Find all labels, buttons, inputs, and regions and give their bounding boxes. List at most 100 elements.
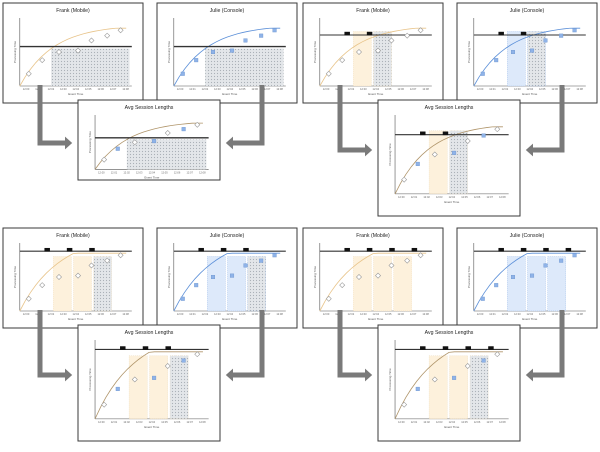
panel-3-frank-card-window — [53, 256, 72, 312]
panel-3-avg-card-y-axis-label: Processing Time — [88, 368, 92, 391]
panel-1-julie-card-x-tick: 12:06 — [251, 87, 258, 91]
panel-3-frank-card-x-tick: 12:06 — [97, 312, 104, 316]
panel-2-julie-card-point — [559, 33, 564, 38]
panel-1-avg-card-point — [115, 146, 120, 151]
panel-2-avg-card-x-tick: 12:02 — [423, 195, 430, 199]
panel-4-frank-card-point — [325, 295, 332, 302]
panel-2-frank-card-point — [339, 57, 346, 64]
panel-2-avg-card-x-axis-label: Event Time — [444, 200, 459, 204]
panel-4-julie-card-x-tick: 12:05 — [539, 312, 546, 316]
panel-1-julie-card-point — [180, 71, 185, 76]
panel-1-julie-card-y-axis-label: Processing Time — [167, 41, 171, 64]
panel-2-avg-card-x-tick: 12:07 — [486, 195, 493, 199]
panel-2-frank-card-window — [373, 31, 392, 87]
panel-1-julie-card-point — [243, 38, 248, 43]
panel-2-julie-card-y-axis-label: Processing Time — [467, 41, 471, 64]
panel-3-julie-card-x-tick: 12:04 — [227, 312, 234, 316]
panel-3-frank-card-point — [56, 274, 62, 280]
panel-1-avg-card-x-tick: 12:00 — [98, 170, 105, 174]
panel-3-frank-card-result-badge — [89, 247, 95, 252]
panel-3-avg-card-title: Avg Session Lengths — [125, 330, 174, 336]
panel-1-frank-card-x-tick: 12:05 — [85, 87, 92, 91]
panel-4-frank-card-point — [404, 257, 411, 264]
panel-4-frank-card-x-tick: 12:07 — [410, 312, 417, 316]
panel-1-julie-card-point — [210, 50, 215, 55]
panel-4-avg-card-point — [452, 375, 457, 380]
panel-2-avg-card-x-tick: 12:01 — [411, 195, 418, 199]
panel-1-right-arrow — [233, 85, 265, 146]
panel-4-julie-card-window — [507, 256, 526, 312]
panel-4-frank-card-x-tick: 12:06 — [397, 312, 404, 316]
panel-4-julie-card-point — [543, 263, 548, 268]
panel-2-avg-card-result-badge — [420, 131, 426, 136]
panel-1-avg-card-x-tick: 12:08 — [199, 170, 206, 174]
panel-1-avg-card-y-axis-label: Processing Time — [88, 131, 92, 154]
panel-3-julie-card-result-badge — [243, 247, 249, 252]
panel-1-julie-card-point — [259, 33, 264, 38]
panel-4-julie-card-x-tick: 12:04 — [527, 312, 534, 316]
panel-4-avg-card-result-badge — [488, 346, 494, 350]
panel-1-avg-card-watermark-curve — [94, 122, 203, 170]
panel-2-avg-card-y-axis-label: Processing Time — [388, 143, 392, 166]
panel-3-avg-card-watermark-curve — [94, 351, 203, 420]
panel-3-julie-card-point — [210, 275, 215, 280]
panel-2-avg-card-watermark-curve — [394, 126, 503, 195]
panel-1-julie-card-x-tick: 12:04 — [227, 87, 234, 91]
panel-3-avg-card-point — [164, 363, 171, 370]
panel-4-frank-card-point — [417, 252, 424, 259]
panel-2-right-arrow — [533, 85, 565, 153]
panel-1-julie-card-point — [272, 28, 277, 33]
panel-4-avg-card-window — [428, 355, 448, 420]
panel-2-julie-card-point — [543, 38, 548, 43]
panel-1-avg-card-point — [181, 127, 186, 132]
panel-3-frank-card-title: Frank (Mobile) — [56, 233, 90, 239]
panel-4-avg-card-x-tick: 12:05 — [461, 420, 468, 424]
panel-2-julie-card-window — [507, 31, 526, 87]
panel-2-frank-card-y-axis-label: Processing Time — [313, 41, 317, 64]
panel-4-avg-card-x-tick: 12:08 — [499, 420, 506, 424]
panel-3-julie-card-result-badge — [220, 247, 227, 252]
panel-4-julie-card-x-tick: 12:00 — [477, 312, 484, 316]
panel-4-julie-card-x-tick: 12:03 — [514, 312, 521, 316]
panel-3-frank-card-x-tick: 12:00 — [23, 312, 30, 316]
panel-3-julie-card-point — [230, 273, 235, 278]
panel-3-frank-card-point — [104, 257, 111, 264]
panel-2-right-arrow-head — [525, 143, 533, 157]
panel-1-frank-card-y-axis-label: Processing Time — [13, 41, 17, 64]
panel-2-avg-card-title: Avg Session Lengths — [425, 105, 474, 111]
panel-3-julie-card-point — [194, 283, 199, 288]
panel-4-julie-card-point — [480, 296, 485, 301]
panel-1-frank-card-title: Frank (Mobile) — [56, 8, 90, 14]
panel-2-julie-card-point — [511, 50, 516, 55]
panel-3-julie-card-watermark-curve — [173, 252, 281, 312]
panel-4-julie-card-x-tick: 12:08 — [576, 312, 583, 316]
panel-4-avg-card-x-tick: 12:04 — [449, 420, 456, 424]
panel-4-julie-card-result-badge — [520, 247, 527, 252]
panel-2-frank-card-x-tick: 12:02 — [348, 87, 355, 91]
panel-4-julie-card-window — [547, 256, 566, 312]
panel-1-julie-card-title: Julie (Console) — [210, 8, 245, 14]
panel-1-frank-card-point — [56, 49, 62, 55]
panel-1-julie-card-x-tick: 12:02 — [202, 87, 209, 91]
panel-2-frank-card-frame — [302, 2, 444, 104]
panel-3-frank-card-point — [25, 295, 32, 302]
panel-3-avg-card-point — [115, 386, 120, 391]
panel-2-frank-card-point — [356, 49, 362, 55]
panel-4-avg-card-watermark-curve — [394, 351, 503, 420]
panel-3-frank-card-y-axis-label: Processing Time — [13, 266, 17, 289]
panel-3-avg-card-frame — [77, 324, 221, 442]
panel-2-avg-card-x-tick: 12:03 — [436, 195, 443, 199]
panel-4-frank-card-x-tick: 12:03 — [360, 312, 367, 316]
panel-3-julie-card-y-axis-label: Processing Time — [167, 266, 171, 289]
panel-4-avg-card-point — [481, 358, 486, 363]
panel-1-left-arrow — [37, 85, 65, 146]
panel-4-frank-card-title: Frank (Mobile) — [356, 233, 390, 239]
panel-4-avg-card-point — [494, 351, 501, 358]
panel-3-julie-card-x-tick: 12:02 — [202, 312, 209, 316]
panel-2-frank-card-x-tick: 12:03 — [360, 87, 367, 91]
panel-1-frank-card-point — [25, 70, 32, 77]
panel-4-avg-card-x-tick: 12:07 — [486, 420, 493, 424]
